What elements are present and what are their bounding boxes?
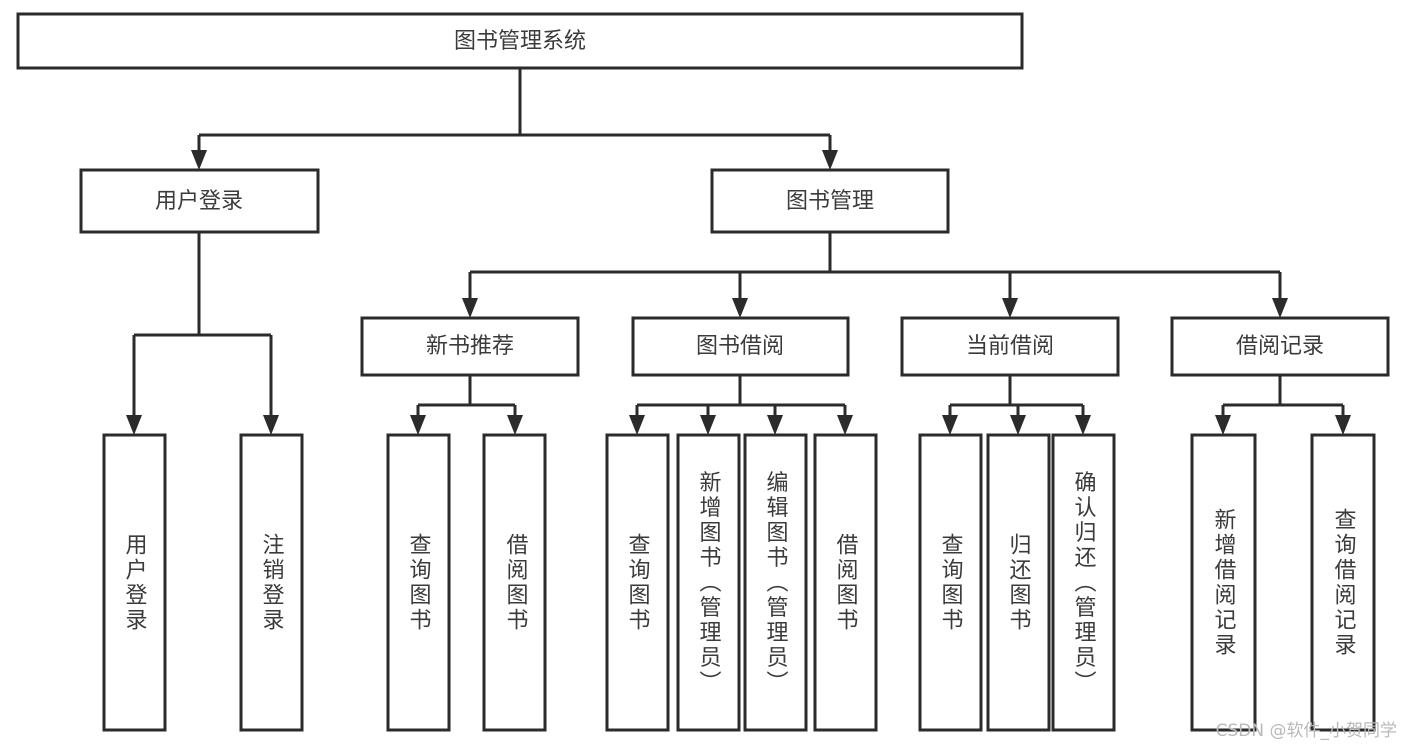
node-leaf-query-book-1-label: 查询图书 bbox=[406, 533, 432, 633]
node-leaf-edit-book[interactable]: 编辑图书（管理员） bbox=[743, 433, 808, 732]
node-leaf-borrow-book-2[interactable]: 借阅图书 bbox=[813, 433, 878, 732]
arrow-head-book-borrow bbox=[732, 298, 748, 318]
node-leaf-query-book-2-box[interactable] bbox=[605, 433, 670, 732]
node-leaf-return-book-box[interactable] bbox=[986, 433, 1051, 732]
node-book-borrow-box[interactable] bbox=[631, 316, 850, 377]
arrow-head-leaf-logout-login bbox=[263, 415, 279, 435]
node-leaf-borrow-book-1[interactable]: 借阅图书 bbox=[482, 433, 547, 732]
node-borrow-record[interactable]: 借阅记录 bbox=[1170, 316, 1390, 377]
node-borrow-record-box[interactable] bbox=[1170, 316, 1390, 377]
arrow-head-leaf-query-record bbox=[1335, 415, 1351, 435]
arrow-head-borrow-record bbox=[1272, 298, 1288, 318]
node-leaf-query-book-3-box[interactable] bbox=[918, 433, 983, 732]
node-leaf-query-record-label: 查询借阅记录 bbox=[1331, 508, 1357, 658]
node-book-manage[interactable]: 图书管理 bbox=[710, 168, 950, 234]
connector-group-root bbox=[191, 68, 838, 170]
node-leaf-confirm-return-box[interactable] bbox=[1051, 433, 1116, 732]
arrow-head-leaf-user-login bbox=[126, 415, 142, 435]
node-book-borrow-label: 图书借阅 bbox=[696, 334, 784, 359]
arrow-head-leaf-add-record bbox=[1215, 415, 1231, 435]
node-leaf-user-login-box[interactable] bbox=[102, 433, 167, 732]
connector-group-user-login bbox=[126, 232, 279, 435]
node-leaf-add-record[interactable]: 新增借阅记录 bbox=[1190, 433, 1257, 732]
node-borrow-record-label: 借阅记录 bbox=[1236, 334, 1324, 359]
node-leaf-edit-book-label: 编辑图书（管理员） bbox=[763, 471, 789, 696]
node-leaf-borrow-book-1-label: 借阅图书 bbox=[503, 533, 529, 633]
node-leaf-return-book-label: 归还图书 bbox=[1006, 533, 1032, 633]
node-leaf-query-book-3[interactable]: 查询图书 bbox=[918, 433, 983, 732]
node-current-borrow[interactable]: 当前借阅 bbox=[900, 316, 1120, 377]
node-leaf-add-book-label: 新增图书（管理员） bbox=[696, 471, 722, 696]
connector-group-new-book-rec bbox=[410, 375, 523, 435]
node-user-login-label: 用户登录 bbox=[155, 189, 243, 214]
node-leaf-add-record-box[interactable] bbox=[1190, 433, 1257, 732]
node-root-box[interactable] bbox=[16, 12, 1024, 70]
node-leaf-edit-book-box[interactable] bbox=[743, 433, 808, 732]
node-leaf-logout-login-label: 注销登录 bbox=[259, 533, 285, 633]
node-leaf-query-book-1-box[interactable] bbox=[386, 433, 451, 732]
node-leaf-user-login-label: 用户登录 bbox=[122, 533, 148, 633]
arrow-head-book-manage bbox=[822, 150, 838, 170]
arrow-head-leaf-query-book-3 bbox=[942, 415, 958, 435]
connector-group-book-borrow bbox=[629, 375, 853, 435]
arrow-head-current-borrow bbox=[1002, 298, 1018, 318]
node-leaf-query-record[interactable]: 查询借阅记录 bbox=[1310, 433, 1376, 732]
node-root-label: 图书管理系统 bbox=[454, 29, 586, 54]
node-leaf-confirm-return[interactable]: 确认归还（管理员） bbox=[1051, 433, 1116, 732]
node-book-manage-label: 图书管理 bbox=[786, 189, 874, 214]
node-leaf-return-book[interactable]: 归还图书 bbox=[986, 433, 1051, 732]
arrow-head-leaf-confirm-return bbox=[1075, 415, 1091, 435]
node-new-book-rec-box[interactable] bbox=[360, 316, 580, 377]
node-current-borrow-label: 当前借阅 bbox=[966, 334, 1054, 359]
node-leaf-query-book-2-label: 查询图书 bbox=[625, 533, 651, 633]
node-leaf-borrow-book-1-box[interactable] bbox=[482, 433, 547, 732]
arrow-head-user-login bbox=[191, 150, 207, 170]
node-leaf-add-record-label: 新增借阅记录 bbox=[1211, 508, 1237, 658]
node-leaf-query-record-box[interactable] bbox=[1310, 433, 1376, 732]
node-new-book-rec[interactable]: 新书推荐 bbox=[360, 316, 580, 377]
node-leaf-borrow-book-2-label: 借阅图书 bbox=[833, 533, 859, 633]
node-leaf-borrow-book-2-box[interactable] bbox=[813, 433, 878, 732]
node-leaf-add-book-box[interactable] bbox=[676, 433, 741, 732]
connector-group-borrow-record bbox=[1215, 375, 1351, 435]
node-root[interactable]: 图书管理系统 bbox=[16, 12, 1024, 70]
node-leaf-confirm-return-label: 确认归还（管理员） bbox=[1071, 471, 1097, 696]
connector-group-current-borrow bbox=[942, 375, 1091, 435]
node-leaf-user-login[interactable]: 用户登录 bbox=[102, 433, 167, 732]
arrow-head-leaf-add-book bbox=[700, 415, 716, 435]
arrow-head-leaf-borrow-book-1 bbox=[507, 415, 523, 435]
node-leaf-query-book-1[interactable]: 查询图书 bbox=[386, 433, 451, 732]
node-leaf-add-book[interactable]: 新增图书（管理员） bbox=[676, 433, 741, 732]
node-leaf-logout-login[interactable]: 注销登录 bbox=[239, 433, 304, 732]
arrow-head-leaf-query-book-1 bbox=[410, 415, 426, 435]
node-current-borrow-box[interactable] bbox=[900, 316, 1120, 377]
node-leaf-logout-login-box[interactable] bbox=[239, 433, 304, 732]
arrow-head-leaf-return-book bbox=[1010, 415, 1026, 435]
node-leaf-query-book-2[interactable]: 查询图书 bbox=[605, 433, 670, 732]
node-book-manage-box[interactable] bbox=[710, 168, 950, 234]
node-new-book-rec-label: 新书推荐 bbox=[426, 334, 514, 359]
arrow-head-new-book-rec bbox=[462, 298, 478, 318]
node-book-borrow[interactable]: 图书借阅 bbox=[631, 316, 850, 377]
node-user-login[interactable]: 用户登录 bbox=[79, 168, 320, 234]
arrow-head-leaf-edit-book bbox=[767, 415, 783, 435]
arrow-head-leaf-query-book-2 bbox=[629, 415, 645, 435]
node-user-login-box[interactable] bbox=[79, 168, 320, 234]
arrow-head-leaf-borrow-book-2 bbox=[837, 415, 853, 435]
node-leaf-query-book-3-label: 查询图书 bbox=[938, 533, 964, 633]
connector-group-book-manage bbox=[462, 232, 1288, 318]
